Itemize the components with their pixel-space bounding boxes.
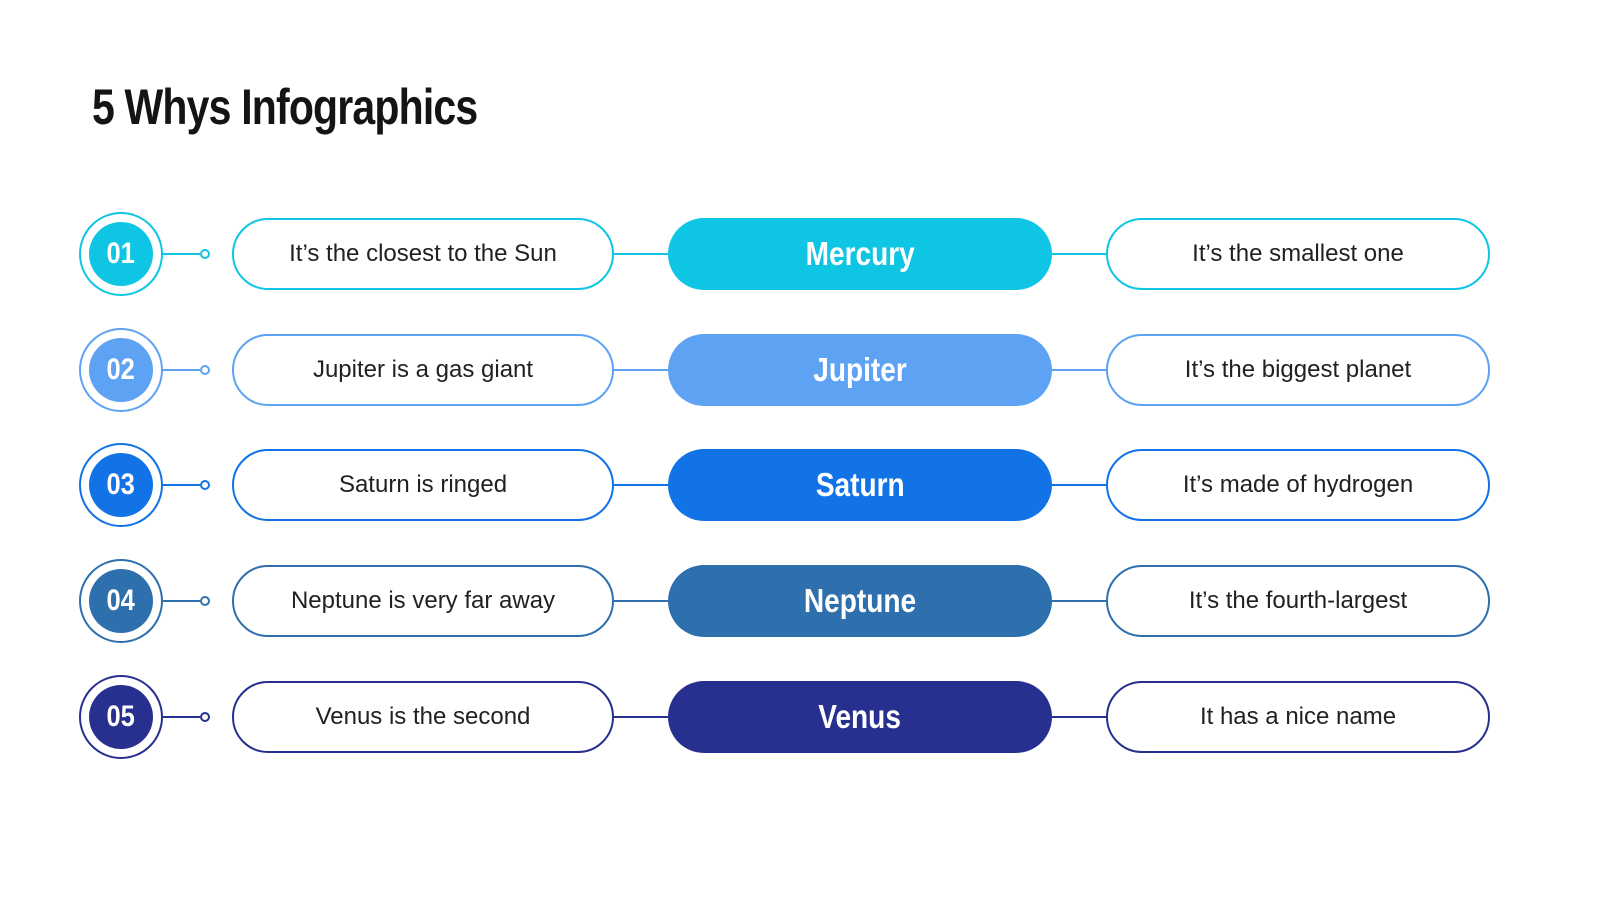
step-number: 01 — [106, 237, 136, 270]
connector-line — [1052, 484, 1106, 486]
connector-line — [614, 253, 668, 255]
effect-pill-right: It’s the biggest planet — [1106, 334, 1490, 406]
planet-pill: Neptune — [668, 565, 1052, 637]
connector-line — [163, 600, 200, 602]
planet-name: Neptune — [803, 582, 917, 619]
cause-pill-left: Venus is the second — [232, 681, 614, 753]
connector-stem — [163, 249, 232, 259]
step-number: 02 — [106, 353, 136, 386]
planet-pill: Jupiter — [668, 334, 1052, 406]
connector-line — [614, 484, 668, 486]
step-number-badge: 03 — [79, 443, 163, 527]
planet-name: Saturn — [815, 466, 905, 503]
step-number-circle: 02 — [89, 338, 153, 402]
connector-line — [163, 716, 200, 718]
connector-ring-dot-icon — [200, 365, 210, 375]
effect-text: It’s the biggest planet — [1184, 356, 1412, 383]
effect-pill-right: It’s the smallest one — [1106, 218, 1490, 290]
step-number-circle: 01 — [89, 222, 153, 286]
connector-line — [163, 369, 200, 371]
connector-line — [1052, 600, 1106, 602]
effect-text: It’s made of hydrogen — [1182, 471, 1414, 498]
why-row-4: 04 Neptune is very far away Neptune It’s… — [79, 559, 1490, 643]
cause-pill-left: Neptune is very far away — [232, 565, 614, 637]
connector-ring-dot-icon — [200, 596, 210, 606]
planet-name: Venus — [818, 698, 902, 735]
cause-text: It’s the closest to the Sun — [289, 240, 557, 267]
step-number: 04 — [106, 584, 136, 617]
step-number-circle: 03 — [89, 453, 153, 517]
planet-name: Jupiter — [813, 351, 907, 388]
why-row-2: 02 Jupiter is a gas giant Jupiter It’s t… — [79, 328, 1490, 412]
connector-line — [163, 253, 200, 255]
effect-text: It has a nice name — [1199, 703, 1397, 730]
connector-ring-dot-icon — [200, 712, 210, 722]
page-title: 5 Whys Infographics — [92, 79, 478, 135]
why-row-5: 05 Venus is the second Venus It has a ni… — [79, 675, 1490, 759]
cause-text: Saturn is ringed — [338, 471, 508, 498]
planet-pill: Venus — [668, 681, 1052, 753]
cause-pill-left: It’s the closest to the Sun — [232, 218, 614, 290]
effect-pill-right: It’s made of hydrogen — [1106, 449, 1490, 521]
connector-line — [1052, 716, 1106, 718]
step-number-badge: 02 — [79, 328, 163, 412]
planet-pill: Saturn — [668, 449, 1052, 521]
connector-line — [614, 600, 668, 602]
connector-stem — [163, 596, 232, 606]
connector-stem — [163, 365, 232, 375]
effect-pill-right: It has a nice name — [1106, 681, 1490, 753]
planet-name: Mercury — [805, 235, 915, 272]
step-number-badge: 04 — [79, 559, 163, 643]
connector-line — [614, 369, 668, 371]
planet-pill: Mercury — [668, 218, 1052, 290]
cause-pill-left: Jupiter is a gas giant — [232, 334, 614, 406]
connector-line — [614, 716, 668, 718]
cause-text: Neptune is very far away — [290, 587, 556, 614]
step-number-badge: 01 — [79, 212, 163, 296]
step-number-circle: 05 — [89, 685, 153, 749]
cause-pill-left: Saturn is ringed — [232, 449, 614, 521]
connector-stem — [163, 480, 232, 490]
step-number-circle: 04 — [89, 569, 153, 633]
connector-ring-dot-icon — [200, 480, 210, 490]
connector-line — [1052, 369, 1106, 371]
why-row-3: 03 Saturn is ringed Saturn It’s made of … — [79, 443, 1490, 527]
connector-stem — [163, 712, 232, 722]
step-number-badge: 05 — [79, 675, 163, 759]
step-number: 03 — [106, 468, 136, 501]
cause-text: Jupiter is a gas giant — [312, 356, 534, 383]
connector-line — [163, 484, 200, 486]
effect-pill-right: It’s the fourth-largest — [1106, 565, 1490, 637]
connector-line — [1052, 253, 1106, 255]
cause-text: Venus is the second — [315, 703, 531, 730]
connector-ring-dot-icon — [200, 249, 210, 259]
effect-text: It’s the smallest one — [1192, 240, 1404, 267]
effect-text: It’s the fourth-largest — [1188, 587, 1408, 614]
step-number: 05 — [106, 700, 136, 733]
why-row-1: 01 It’s the closest to the Sun Mercury I… — [79, 212, 1490, 296]
